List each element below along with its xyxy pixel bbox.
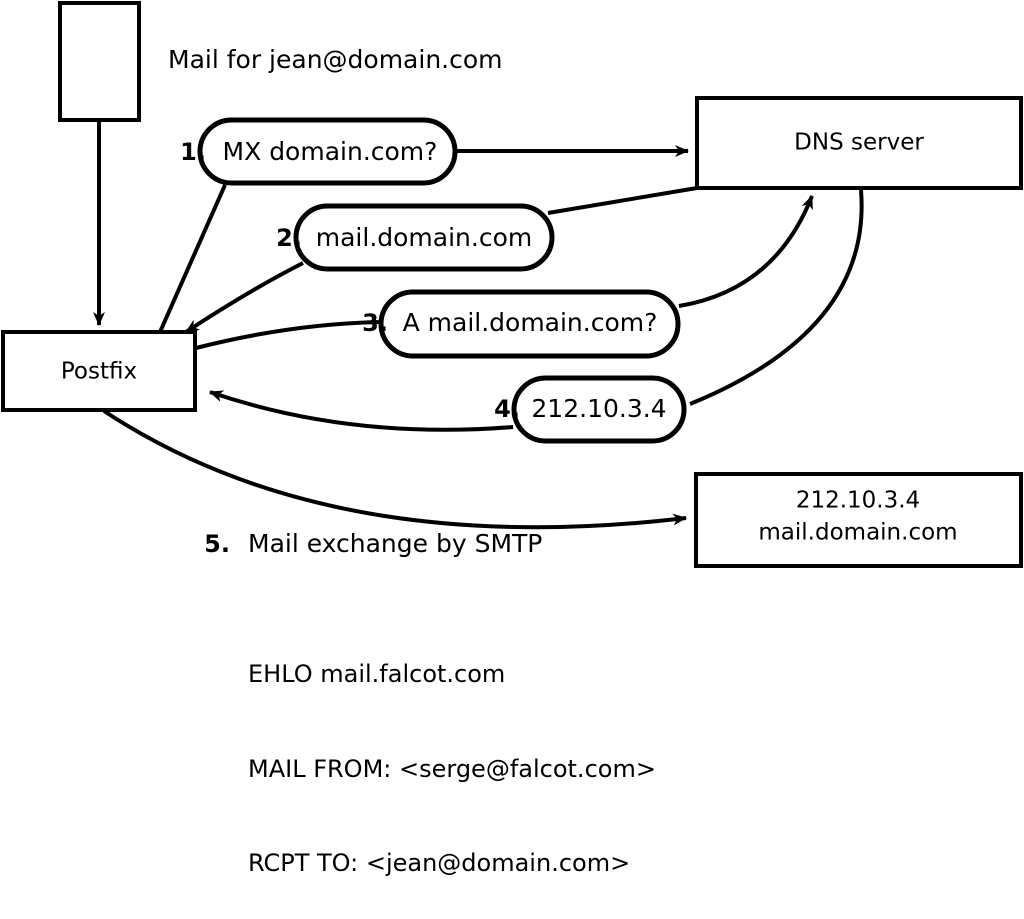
dns-server-box (695, 96, 1023, 190)
edge-step2-to-postfix (184, 261, 304, 334)
step-1-number: 1. (180, 138, 206, 166)
edge-step3-to-dns (678, 195, 814, 308)
edge-step4-to-postfix (209, 390, 514, 432)
step-3-bubble (378, 289, 681, 359)
step-2-number: 2. (276, 224, 302, 252)
step-2-label: mail.domain.com (316, 223, 532, 252)
step-2-bubble (293, 203, 555, 272)
step-3-label: A mail.domain.com? (403, 308, 658, 337)
postfix-box (1, 330, 197, 412)
step-5-label: Mail exchange by SMTP (248, 529, 542, 558)
target-server-host-label: mail.domain.com (758, 520, 957, 546)
step-4-number: 4. (494, 395, 520, 423)
step-4-label: 212.10.3.4 (531, 394, 666, 423)
edge-postfix-to-step3 (195, 320, 381, 350)
edge-dns-to-step4 (689, 189, 864, 406)
target-server-box (694, 472, 1023, 568)
step-5-number: 5. (204, 530, 230, 558)
step-3-number: 3. (362, 309, 388, 337)
edge-postfix-to-step1 (158, 184, 227, 333)
sender-box (58, 1, 141, 122)
edge-dns-to-step2 (547, 186, 698, 215)
step-1-bubble (197, 117, 458, 186)
postfix-box-label: Postfix (61, 359, 137, 385)
transcript-line: EHLO mail.falcot.com (248, 660, 506, 688)
edge-postfix-to-target (102, 409, 687, 530)
transcript-line: MAIL FROM: <serge@falcot.com> (248, 754, 656, 783)
target-server-ip-label: 212.10.3.4 (796, 488, 920, 514)
diagram-title: Mail for jean@domain.com (168, 45, 503, 74)
dns-server-box-label: DNS server (794, 130, 924, 156)
step-1-label: MX domain.com? (223, 137, 438, 166)
transcript-line: RCPT TO: <jean@domain.com> (248, 849, 631, 877)
smtp-transcript: EHLO mail.falcot.com MAIL FROM: <serge@f… (248, 596, 656, 919)
step-4-bubble (511, 375, 687, 444)
